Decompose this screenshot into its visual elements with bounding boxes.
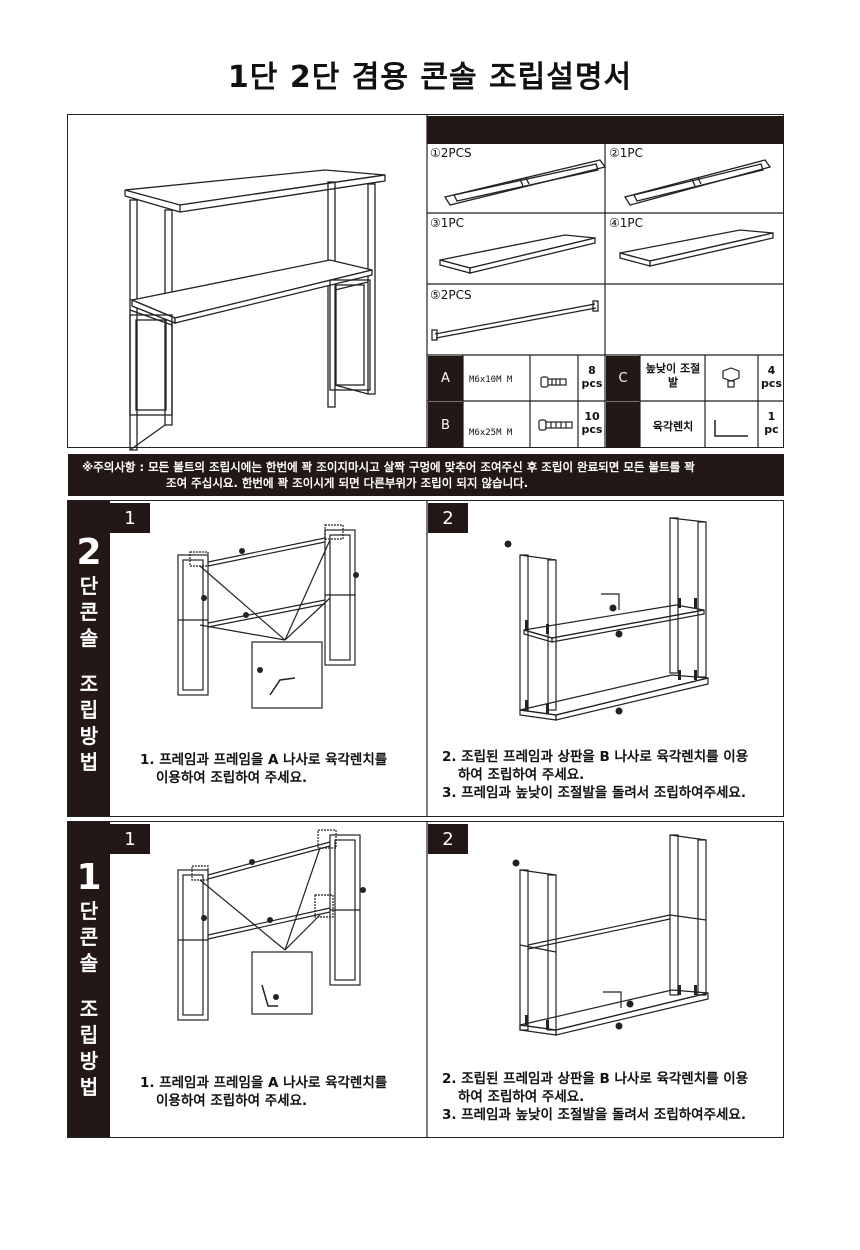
- side-char: 조: [79, 672, 99, 696]
- instr-2tier-1-a: 1. 프레임과 프레임을 A 나사로 육각렌치를: [140, 752, 388, 768]
- hw-qty-wrench-unit: pc: [764, 423, 779, 436]
- hw-qty-c-unit: pcs: [761, 377, 782, 390]
- hw-code-c: C: [606, 356, 640, 401]
- side-char: 단: [79, 899, 99, 923]
- instr-1tier-2-c: 3. 프레임과 높낮이 조절발을 돌려서 조립하여주세요.: [442, 1107, 746, 1123]
- hex-wrench-icon: [714, 420, 748, 437]
- section-2tier-box: [67, 500, 784, 817]
- hw-qty-wrench-num: 1: [767, 410, 776, 423]
- caution-line-1: ※주의사항 : 모든 볼트의 조립시에는 한번에 꽉 조이지마시고 살짝 구멍에…: [82, 460, 695, 474]
- step-tab-1tier-1: 1: [110, 824, 150, 854]
- instr-1tier-2: 2. 조립된 프레임과 상판을 B 나사로 육각렌치를 이용 하여 조립하여 주…: [442, 1070, 748, 1124]
- diagram-1tier-step2: [512, 834, 709, 1036]
- instr-2tier-2-b: 하여 조립하여 주세요.: [458, 767, 585, 783]
- side-char: 단: [79, 574, 99, 598]
- step-tab-2tier-2: 2: [428, 503, 468, 533]
- hw-qty-c: 4 pcs: [759, 364, 784, 390]
- side-char: 법: [79, 1075, 99, 1099]
- hw-spec-wrench: 육각렌치: [652, 420, 694, 433]
- instr-1tier-2-b: 하여 조립하여 주세요.: [458, 1089, 585, 1105]
- side-char: 법: [79, 750, 99, 774]
- hw-qty-a-num: 8: [588, 364, 596, 377]
- instr-2tier-1-b: 이용하여 조립하여 주세요.: [156, 770, 308, 786]
- part-crossbar-drawing: [431, 300, 599, 341]
- bolt-long-icon: [538, 419, 573, 431]
- step-tab-2tier-1: 1: [110, 503, 150, 533]
- side-char: 콘: [79, 600, 99, 624]
- side-char: 콘: [79, 925, 99, 949]
- hw-spec-c: 높낮이 조절발: [645, 362, 701, 389]
- section-2tier-number: 2: [76, 532, 102, 573]
- section-1tier-number: 1: [76, 857, 102, 898]
- side-char: 솔: [79, 626, 99, 650]
- leveling-foot-icon: [722, 367, 740, 388]
- section-1tier-sidebar: 1 단 콘 솔 조 립 방 법: [68, 822, 110, 1137]
- part-label-crossbar: ⑤2PCS: [430, 288, 472, 302]
- hw-qty-b-num: 10: [584, 410, 600, 423]
- side-char: 조: [79, 997, 99, 1021]
- hw-code-empty: [606, 402, 640, 448]
- diagram-2tier-step2: [504, 517, 709, 721]
- hw-code-b: B: [428, 402, 463, 448]
- instr-1tier-2-a: 2. 조립된 프레임과 상판을 B 나사로 육각렌치를 이용: [442, 1071, 749, 1087]
- instr-2tier-2-a: 2. 조립된 프레임과 상판을 B 나사로 육각렌치를 이용: [442, 749, 749, 765]
- side-char: 방: [79, 724, 99, 748]
- instr-1tier-1-a: 1. 프레임과 프레임을 A 나사로 육각렌치를: [140, 1075, 388, 1091]
- part-frame-a-drawing: [443, 159, 607, 206]
- part-label-frame-a: ①2PCS: [430, 146, 472, 160]
- caution-notice: ※주의사항 : 모든 볼트의 조립시에는 한번에 꽉 조이지마시고 살짝 구멍에…: [68, 454, 784, 496]
- hw-spec-b: M6x25M M: [469, 428, 513, 438]
- hw-qty-a-unit: pcs: [581, 377, 603, 390]
- hw-qty-b-unit: pcs: [581, 423, 603, 436]
- part-label-top-board: ④1PC: [609, 216, 644, 230]
- bolt-short-icon: [540, 376, 567, 388]
- instr-1tier-1: 1. 프레임과 프레임을 A 나사로 육각렌치를 이용하여 조립하여 주세요.: [140, 1074, 387, 1110]
- part-label-bottom-board: ③1PC: [430, 216, 465, 230]
- page-title: 1단 2단 겸용 콘솔 조립설명서: [227, 60, 633, 95]
- parts-header-bar: [427, 116, 784, 144]
- section-2tier-sidebar: 2 단 콘 솔 조 립 방 법: [68, 501, 110, 816]
- hw-qty-c-num: 4: [767, 364, 776, 377]
- part-label-frame-b: ②1PC: [609, 146, 644, 160]
- caution-line-2: 조여 주십시요. 한번에 꽉 조이시게 되면 다른부위가 조립이 되지 않습니다…: [166, 476, 529, 490]
- side-char: 솔: [79, 951, 99, 975]
- side-char: 방: [79, 1049, 99, 1073]
- hw-code-a: A: [428, 356, 463, 401]
- instr-2tier-1: 1. 프레임과 프레임을 A 나사로 육각렌치를 이용하여 조립하여 주세요.: [140, 751, 387, 787]
- hw-qty-a: 8 pcs: [579, 364, 605, 390]
- hw-spec-a: M6x10M M: [469, 375, 513, 385]
- instr-1tier-1-b: 이용하여 조립하여 주세요.: [156, 1093, 308, 1109]
- part-top-board-drawing: [619, 229, 774, 267]
- section-1tier-box: [67, 821, 784, 1138]
- side-char: 립: [79, 1023, 99, 1047]
- hw-qty-b: 10 pcs: [579, 410, 605, 436]
- step-tab-1tier-2: 2: [428, 824, 468, 854]
- diagram-2tier-step1: [177, 524, 359, 709]
- parts-box: [67, 114, 784, 448]
- part-frame-b-drawing: [623, 159, 772, 206]
- side-spacer: [68, 976, 110, 996]
- instr-2tier-2-c: 3. 프레임과 높낮이 조절발을 돌려서 조립하여주세요.: [442, 785, 746, 801]
- instr-2tier-2: 2. 조립된 프레임과 상판을 B 나사로 육각렌치를 이용 하여 조립하여 주…: [442, 748, 748, 802]
- part-bottom-board-drawing: [439, 234, 596, 274]
- hw-qty-wrench: 1 pc: [759, 410, 784, 436]
- diagram-1tier-step1: [177, 829, 366, 1021]
- side-char: 립: [79, 698, 99, 722]
- console-illustration: [124, 169, 386, 451]
